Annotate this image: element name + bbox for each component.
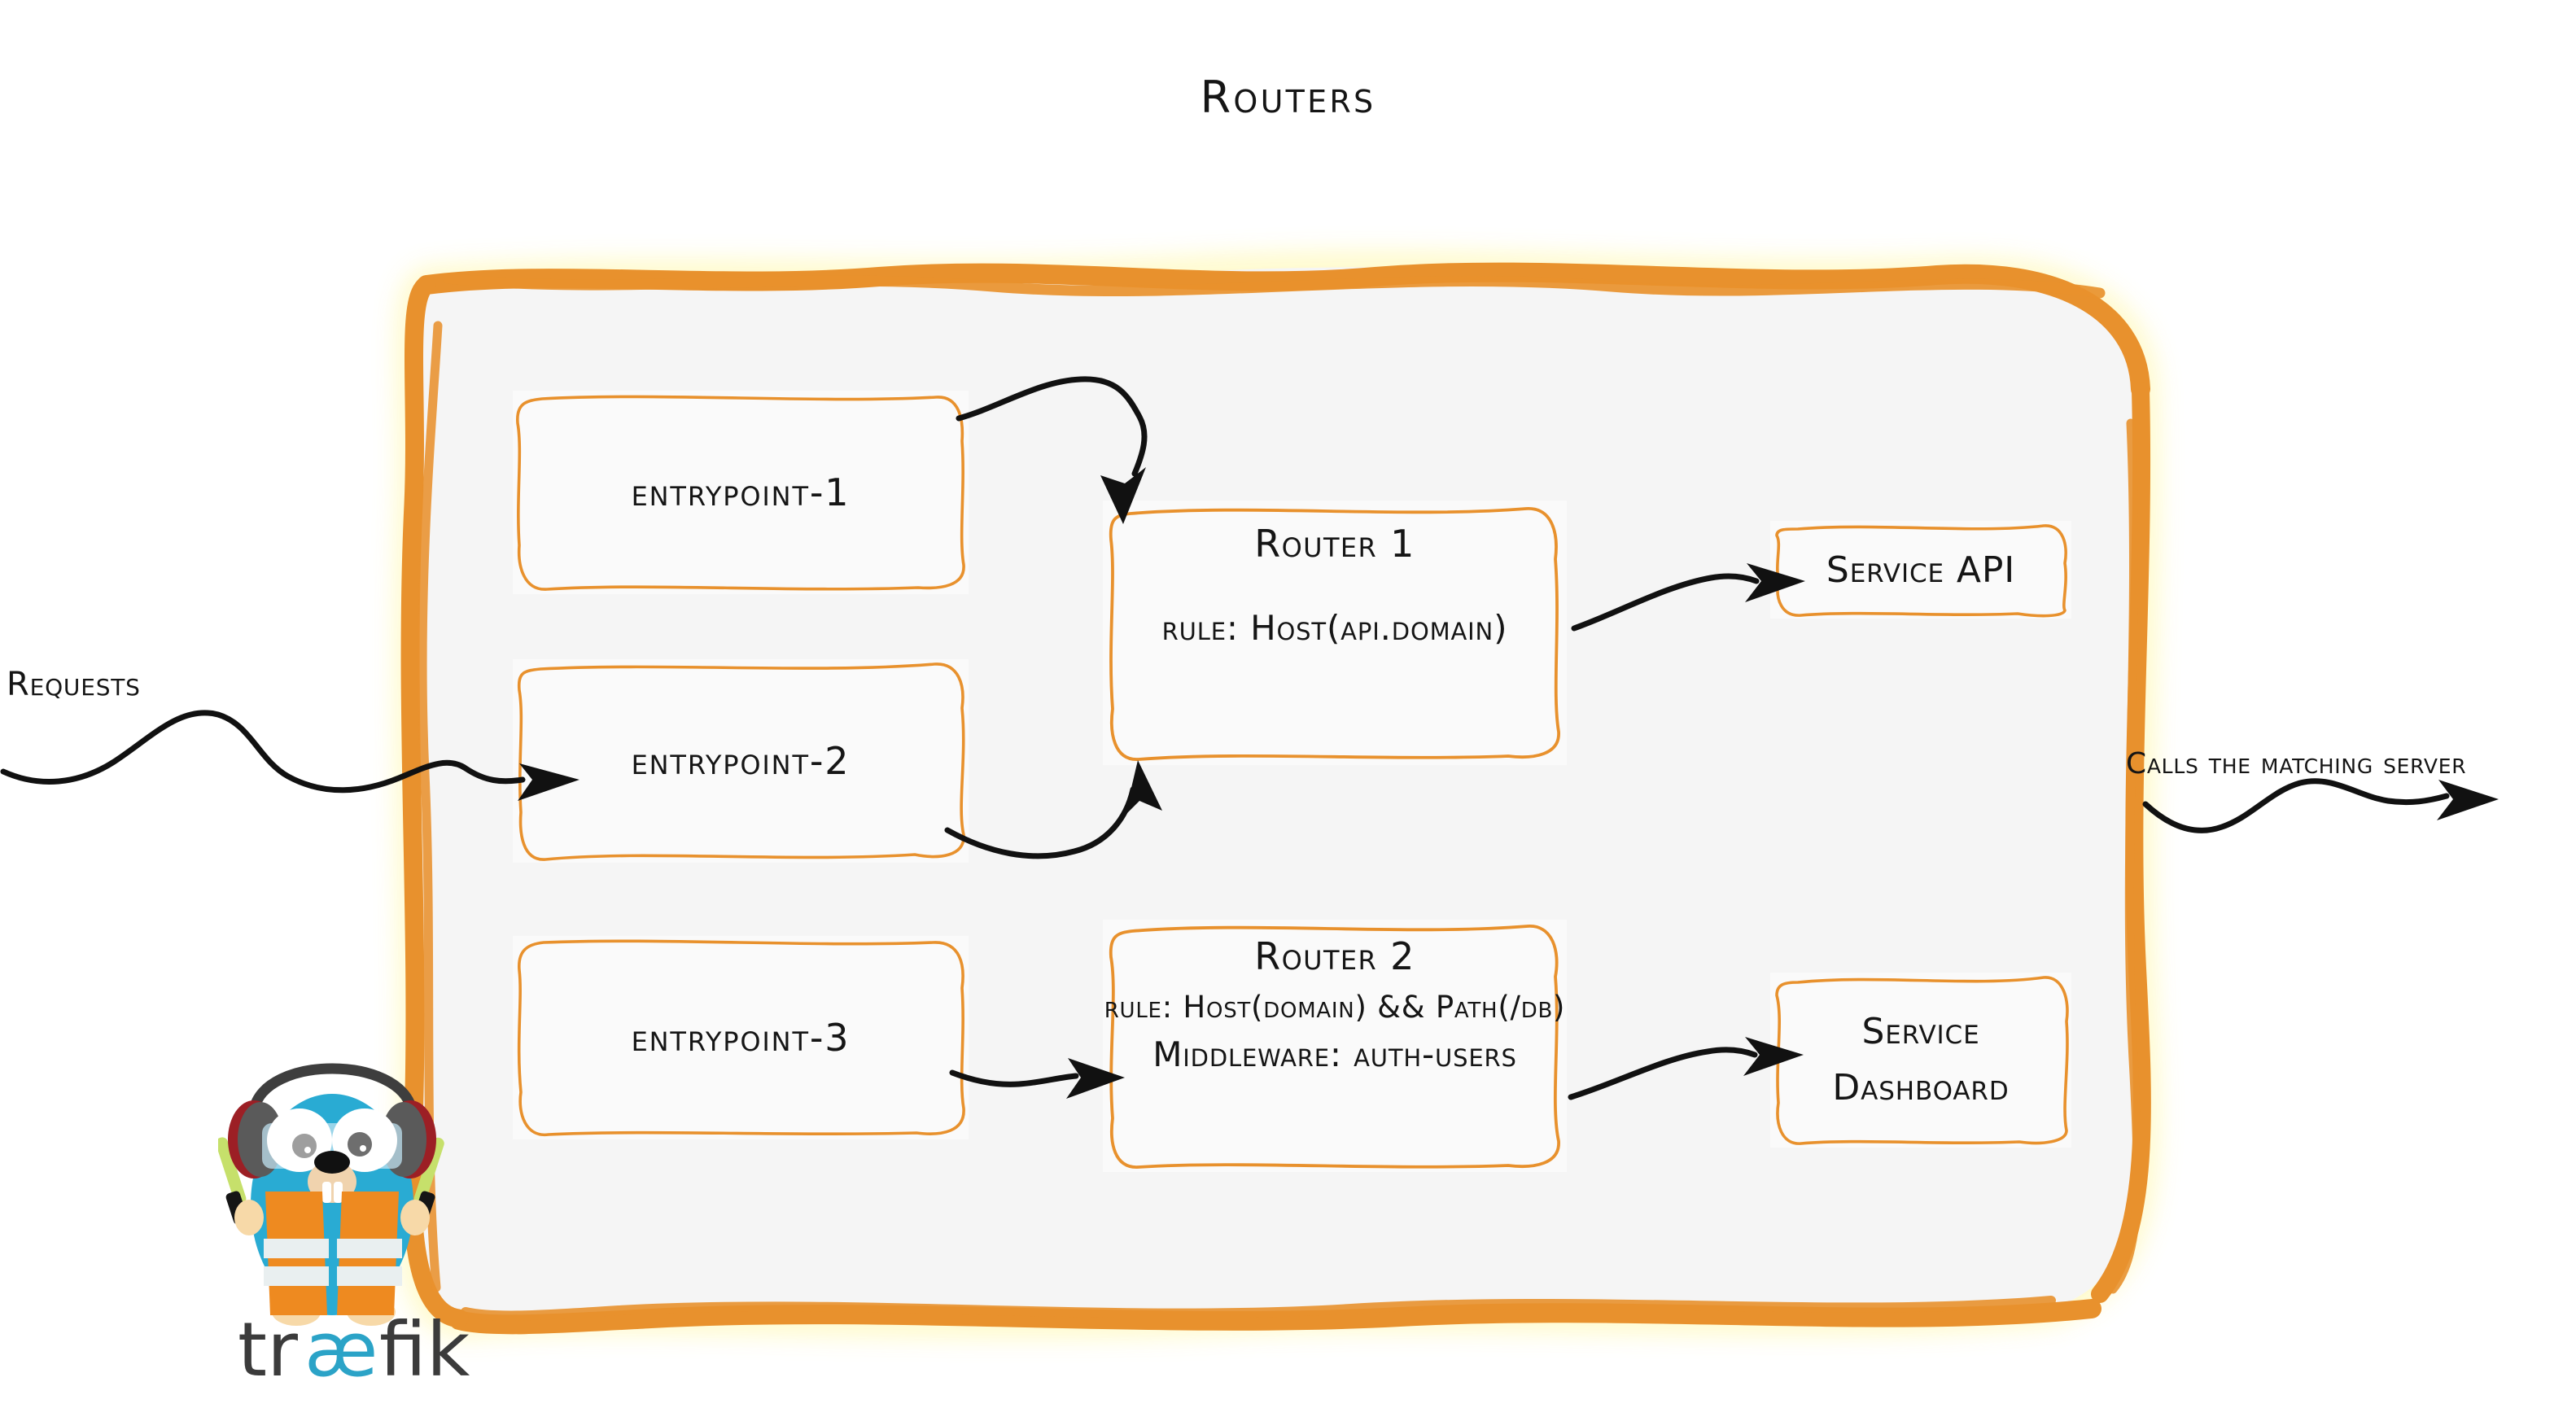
arrowhead-calls <box>2437 780 2499 820</box>
entrypoint-3-box[interactable]: entrypoint-3 <box>513 936 969 1139</box>
gopher-mascot-icon <box>218 1063 444 1326</box>
page-title: Routers <box>1200 72 1376 123</box>
router-2-box[interactable]: Router 2 rule: Host(domain) && Path(/db)… <box>1103 920 1567 1172</box>
wordmark-suffix: fik <box>379 1307 470 1393</box>
service-dashboard-label-line2: Dashboard <box>1832 1066 2010 1108</box>
arrow-calls-path <box>2142 778 2450 833</box>
nose-icon <box>314 1151 350 1174</box>
service-dashboard-box[interactable]: Service Dashboard <box>1770 973 2071 1148</box>
headphone-band-icon <box>248 1063 418 1116</box>
traefik-logo: tr æ fik <box>218 1032 527 1408</box>
router-2-middleware: Middleware: auth-users <box>1152 1034 1517 1074</box>
router-2-rule: rule: Host(domain) && Path(/db) <box>1104 990 1566 1025</box>
traefik-wordmark: tr æ fik <box>238 1307 470 1393</box>
router-1-title: Router 1 <box>1254 522 1415 566</box>
service-api-box[interactable]: Service API <box>1770 521 2071 619</box>
entrypoint-1-label: entrypoint-1 <box>631 470 851 514</box>
calls-matching-server-label: Calls the matching server <box>2126 747 2467 781</box>
entrypoint-3-label: entrypoint-3 <box>631 1016 851 1060</box>
service-dashboard-label-line1: Service <box>1861 1011 1980 1053</box>
wordmark-ligature: æ <box>304 1307 378 1393</box>
requests-label: Requests <box>7 666 141 703</box>
router-1-rule: rule: Host(api.domain) <box>1161 608 1508 648</box>
entrypoint-2-box[interactable]: entrypoint-2 <box>513 659 969 863</box>
entrypoint-2-label: entrypoint-2 <box>631 739 851 783</box>
entrypoint-1-box[interactable]: entrypoint-1 <box>513 391 969 594</box>
router-2-title: Router 2 <box>1254 934 1415 978</box>
service-api-label: Service API <box>1826 549 2016 591</box>
router-1-box[interactable]: Router 1 rule: Host(api.domain) <box>1103 501 1567 765</box>
wordmark-prefix: tr <box>238 1307 298 1393</box>
